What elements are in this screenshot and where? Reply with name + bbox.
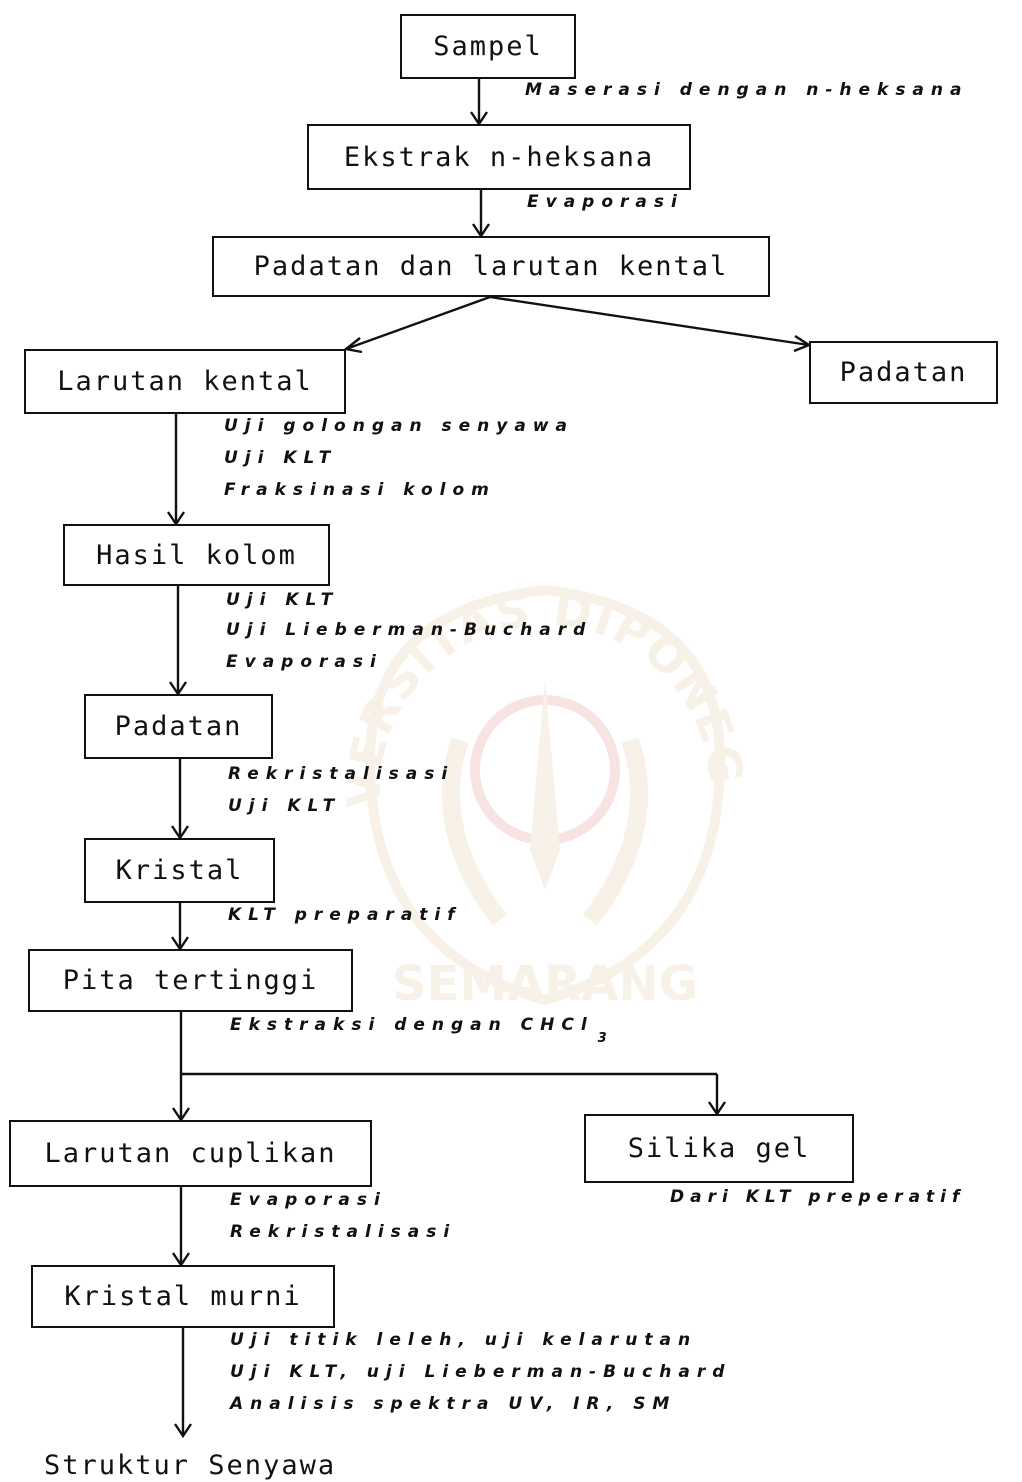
node-hasil-kolom: Hasil kolom: [63, 524, 330, 586]
note-analisis-spektra: Analisis spektra UV, IR, SM: [230, 1394, 677, 1414]
note-evaporasi-3: Evaporasi: [230, 1190, 387, 1210]
note-evaporasi-2: Evaporasi: [226, 652, 383, 672]
node-padatan-right: Padatan: [809, 341, 998, 404]
note-uji-klt-lieberman: Uji KLT, uji Lieberman-Buchard: [230, 1362, 732, 1382]
node-ekstrak-n-heksana: Ekstrak n-heksana: [307, 124, 691, 190]
note-uji-golongan: Uji golongan senyawa: [224, 416, 574, 436]
node-padatan-dan-larutan-kental: Padatan dan larutan kental: [212, 236, 770, 297]
note-dari-klt: Dari KLT preperatif: [670, 1187, 966, 1207]
note-rekristalisasi-2: Rekristalisasi: [230, 1222, 457, 1242]
svg-text:SEMARANG: SEMARANG: [392, 956, 698, 1012]
note-fraksinasi: Fraksinasi kolom: [224, 480, 496, 500]
node-pita-tertinggi: Pita tertinggi: [28, 949, 353, 1012]
node-kristal: Kristal: [84, 838, 275, 903]
note-uji-titik-leleh: Uji titik leleh, uji kelarutan: [230, 1330, 698, 1350]
node-struktur-senyawa: Struktur Senyawa: [44, 1450, 337, 1481]
note-uji-lieberman-1: Uji Lieberman-Buchard: [226, 620, 593, 640]
node-larutan-cuplikan: Larutan cuplikan: [9, 1120, 372, 1187]
note-uji-klt-2: Uji KLT: [226, 590, 340, 610]
note-maserasi: Maserasi dengan n-heksana: [525, 80, 969, 100]
university-seal-watermark: UNIVERSITAS DIPONEGORO SEMARANG: [310, 530, 752, 1012]
note-evaporasi-1: Evaporasi: [527, 192, 684, 212]
note-uji-klt-3: Uji KLT: [228, 796, 342, 816]
note-rekristalisasi-1: Rekristalisasi: [228, 764, 455, 784]
note-ekstraksi-chcl3: Ekstraksi dengan CHCl3: [230, 1015, 607, 1046]
node-sampel: Sampel: [400, 14, 576, 79]
node-padatan: Padatan: [84, 694, 273, 759]
node-kristal-murni: Kristal murni: [31, 1265, 335, 1328]
note-klt-preparatif: KLT preparatif: [228, 905, 462, 925]
node-larutan-kental: Larutan kental: [24, 349, 346, 414]
note-uji-klt-1: Uji KLT: [224, 448, 338, 468]
node-silika-gel: Silika gel: [584, 1114, 854, 1183]
